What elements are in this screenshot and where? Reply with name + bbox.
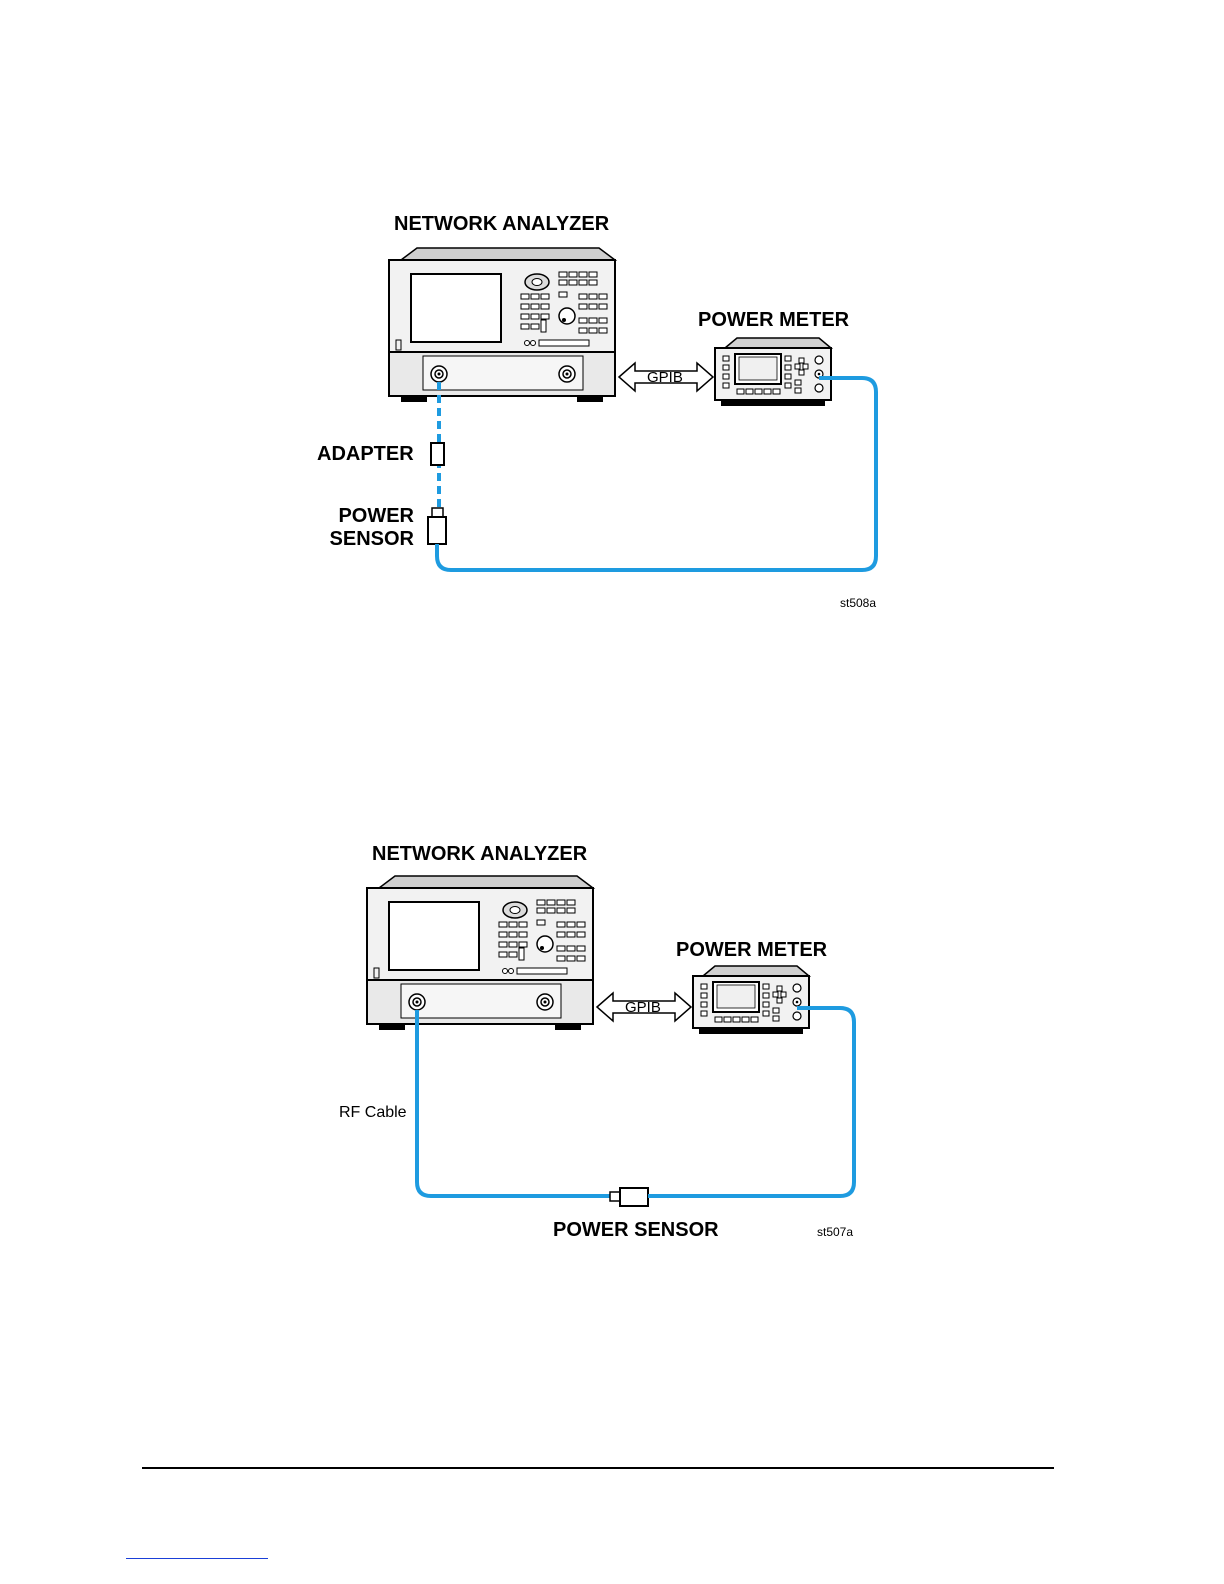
rf-cable: [417, 1010, 610, 1196]
sensor-cable: [437, 378, 876, 570]
sensor-cable: [648, 1008, 854, 1196]
network-analyzer-icon: [367, 876, 593, 1030]
power-sensor-label-line2: SENSOR: [320, 529, 414, 549]
network-analyzer-label: NETWORK ANALYZER: [372, 844, 587, 864]
network-analyzer-label: NETWORK ANALYZER: [394, 214, 609, 234]
power-sensor-label-line1: POWER: [320, 506, 414, 526]
footer-link-underline[interactable]: [126, 1558, 268, 1559]
adapter-icon: [431, 443, 444, 465]
gpib-label: GPIB: [625, 1000, 661, 1015]
power-meter-label: POWER METER: [698, 310, 849, 330]
network-analyzer-icon: [389, 248, 615, 402]
gpib-label: GPIB: [647, 370, 683, 385]
power-meter-icon: [693, 966, 809, 1034]
power-sensor-icon: [610, 1188, 648, 1206]
power-meter-label: POWER METER: [676, 940, 827, 960]
power-sensor-icon: [428, 508, 446, 544]
figure-tag: st507a: [817, 1226, 853, 1238]
power-sensor-label: POWER SENSOR: [553, 1220, 719, 1240]
adapter-label: ADAPTER: [317, 444, 414, 464]
rf-cable-label: RF Cable: [339, 1105, 407, 1121]
power-meter-icon: [715, 338, 831, 406]
footer-rule: [142, 1467, 1054, 1469]
figure-tag: st508a: [840, 597, 876, 609]
